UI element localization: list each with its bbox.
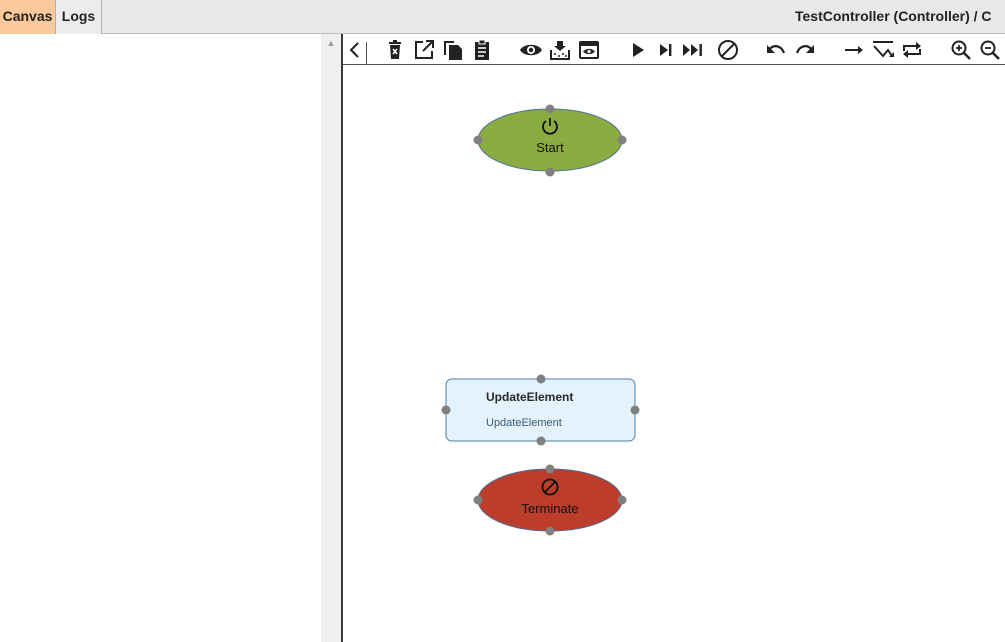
debug-step-icon <box>550 41 570 60</box>
zoom-in-icon <box>951 40 971 60</box>
zoom-out-button[interactable] <box>978 38 1002 62</box>
undo-icon <box>767 45 786 54</box>
zoom-out-icon <box>980 40 1000 60</box>
block-icon <box>718 40 738 60</box>
branch-button[interactable] <box>871 38 895 62</box>
link-button[interactable] <box>842 38 866 62</box>
open-external-icon <box>415 40 434 59</box>
copy-button[interactable] <box>441 38 465 62</box>
terminate-node[interactable] <box>473 464 627 536</box>
open-external-button[interactable] <box>412 38 436 62</box>
task-node-title: UpdateElement <box>486 390 574 404</box>
preview-button[interactable] <box>577 38 601 62</box>
start-port-top[interactable] <box>545 104 555 114</box>
terminate-port-top[interactable] <box>545 464 555 474</box>
toolbar-separator <box>366 42 367 64</box>
task-port-right[interactable] <box>630 405 640 415</box>
scroll-up-arrow-icon[interactable]: ▲ <box>326 38 336 48</box>
start-port-bottom[interactable] <box>545 167 555 177</box>
zoom-in-button[interactable] <box>949 38 973 62</box>
block-icon <box>541 478 559 496</box>
paste-button[interactable] <box>470 38 494 62</box>
start-port-left[interactable] <box>473 135 483 145</box>
loop-button[interactable] <box>900 38 924 62</box>
left-panel-scrollbar[interactable]: ▲ <box>321 34 341 642</box>
start-node-label: Start <box>536 140 564 155</box>
update-element-node[interactable] <box>441 374 640 446</box>
play-icon <box>633 43 644 57</box>
disable-button[interactable] <box>716 38 740 62</box>
terminate-port-right[interactable] <box>617 495 627 505</box>
preview-window-icon <box>579 41 599 59</box>
trash-icon <box>389 40 401 59</box>
power-icon <box>542 118 558 135</box>
window-title: TestController (Controller) / C <box>795 8 992 24</box>
branch-icon <box>873 41 894 58</box>
debug-step-button[interactable] <box>548 38 572 62</box>
top-bar: Canvas Logs TestController (Controller) … <box>0 0 1005 34</box>
panel-divider[interactable] <box>341 34 343 642</box>
task-port-top[interactable] <box>536 374 546 384</box>
step-button[interactable] <box>654 38 678 62</box>
view-button[interactable] <box>519 38 543 62</box>
terminate-node-label: Terminate <box>521 501 579 516</box>
tab-logs[interactable]: Logs <box>56 0 102 34</box>
run-to-end-button[interactable] <box>682 38 706 62</box>
skip-next-icon <box>660 44 672 56</box>
start-node[interactable] <box>473 104 627 177</box>
arrow-right-icon <box>845 46 863 54</box>
clipboard-icon <box>475 39 489 60</box>
tab-canvas[interactable]: Canvas <box>0 0 56 34</box>
delete-button[interactable] <box>383 38 407 62</box>
task-port-left[interactable] <box>441 405 451 415</box>
canvas-drawing <box>441 104 640 536</box>
canvas-toolbar <box>343 35 1005 65</box>
left-panel <box>0 34 321 642</box>
undo-button[interactable] <box>764 38 788 62</box>
copy-icon <box>444 41 462 60</box>
redo-button[interactable] <box>793 38 817 62</box>
fast-forward-icon <box>683 44 702 56</box>
workflow-canvas[interactable]: Start UpdateElement UpdateElement Termin… <box>343 65 1005 642</box>
collapse-panel-button[interactable] <box>343 38 367 64</box>
chevron-left-icon <box>349 42 359 58</box>
eye-icon <box>520 44 542 56</box>
task-node-subtitle: UpdateElement <box>486 417 562 429</box>
run-button[interactable] <box>626 38 650 62</box>
task-port-bottom[interactable] <box>536 436 546 446</box>
terminate-port-left[interactable] <box>473 495 483 505</box>
start-port-right[interactable] <box>617 135 627 145</box>
redo-icon <box>795 45 814 54</box>
repeat-icon <box>903 42 921 58</box>
terminate-port-bottom[interactable] <box>545 526 555 536</box>
